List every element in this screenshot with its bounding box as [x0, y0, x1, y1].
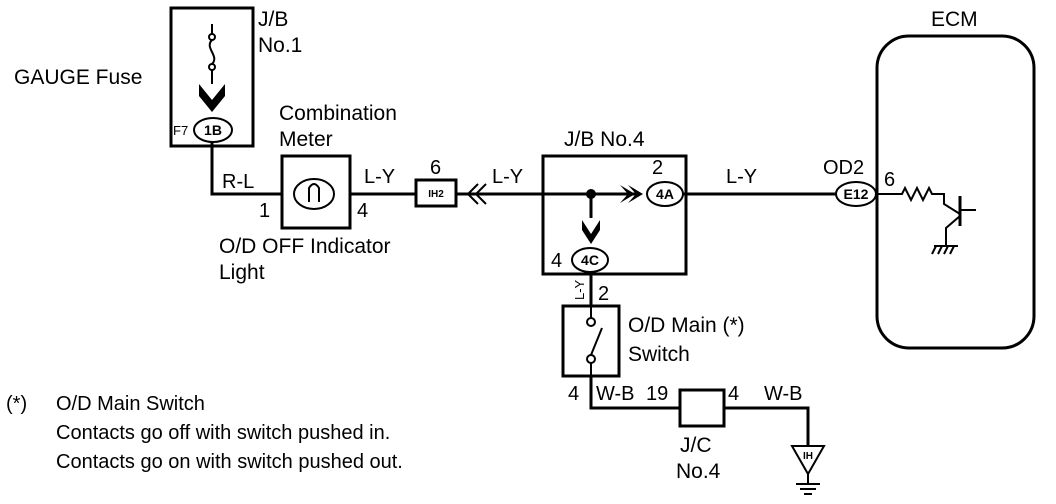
combination-meter-box: [280, 154, 352, 230]
wire-l-y-vertical-label: L-Y: [572, 279, 587, 300]
jc4-box: [678, 388, 726, 428]
fuse-pin-prefix: F7: [173, 123, 188, 138]
wire-w-b-to-jc: [589, 376, 680, 410]
footnote-line1: Contacts go off with switch pushed in.: [56, 422, 390, 444]
ecm-pin: 6: [884, 169, 895, 191]
jb4-box: [541, 154, 688, 276]
switch-contact-icon: [590, 327, 603, 356]
jc4-pin-left: 19: [646, 383, 668, 405]
jb4-pin-4c: 4: [551, 250, 562, 272]
wire-w-b-2-label: W-B: [764, 383, 803, 405]
ground-point-ih: IH: [790, 445, 826, 495]
wire-w-b-to-ground: [724, 406, 810, 446]
jb4-title: J/B No.4: [564, 128, 645, 151]
wire-l-y-2-label: L-Y: [492, 166, 523, 188]
footnote-line2: Contacts go on with switch pushed out.: [56, 451, 403, 473]
jb1-block: J/B No.1 GAUGE Fuse F7 1B: [14, 6, 302, 148]
combination-meter-block: Combination Meter 1 4 O/D OFF Indicator …: [219, 102, 397, 284]
switch-label-line2: Switch: [628, 343, 690, 366]
jc4-label-line1: J/C: [680, 434, 712, 457]
ecm-box: [875, 34, 1036, 350]
jc4-block: 19 4 J/C No.4: [646, 383, 739, 483]
connector-ih2-pin: 6: [430, 157, 441, 179]
indicator-pin-right: 4: [357, 200, 368, 222]
connector-ih2: 6 IH2: [414, 157, 487, 208]
footnote-marker: (*): [6, 393, 27, 415]
jc4-pin-right: 4: [728, 383, 739, 405]
wire-r-l: [210, 142, 282, 196]
jb4-pin-4a: 2: [652, 157, 663, 179]
gauge-fuse-label: GAUGE Fuse: [14, 66, 142, 89]
meter-label-line1: Combination: [279, 102, 397, 125]
meter-label-line2: Meter: [279, 128, 333, 151]
wire-w-b-1-label: W-B: [596, 383, 635, 405]
connector-ih2-label: IH2: [428, 189, 444, 200]
arrow-4a-icon: [620, 185, 643, 203]
ecm-ground-icon: [931, 245, 958, 255]
connector-4a-label: 4A: [656, 186, 674, 202]
jb1-label-line2: No.1: [258, 34, 302, 57]
jb4-block: J/B No.4 2 4A 4 4C: [541, 128, 688, 276]
ground-icon: [796, 483, 820, 495]
ground-triangle-icon: [790, 445, 826, 477]
wire-l-y-3-label: L-Y: [726, 166, 757, 188]
jc4-label-line2: No.4: [676, 460, 721, 483]
connector-4c-label: 4C: [581, 252, 599, 268]
ecm-title: ECM: [931, 8, 978, 31]
wire-r-l-label: R-L: [222, 171, 254, 193]
ground-label: IH: [803, 451, 813, 462]
indicator-label-line1: O/D OFF Indicator: [219, 235, 391, 258]
gauge-fuse-icon: [199, 24, 225, 112]
connector-e12-label: E12: [844, 186, 869, 202]
indicator-pin-left: 1: [259, 200, 270, 222]
indicator-lamp-icon: [293, 178, 335, 210]
connector-1b-label: 1B: [204, 122, 222, 138]
ecm-block: ECM OD2 E12 6: [823, 8, 1036, 350]
jb1-label-line1: J/B: [258, 8, 288, 31]
switch-label-line1: O/D Main (*): [628, 314, 745, 337]
switch-pin-bottom: 4: [568, 383, 579, 405]
arrow-4c-icon: [582, 220, 600, 244]
footnote-title: O/D Main Switch: [56, 393, 205, 415]
lamp-filament-icon: [308, 183, 320, 202]
transistor-emitter-icon: [945, 215, 961, 246]
wire-l-y-1-label: L-Y: [364, 166, 395, 188]
resistor-icon: [876, 185, 961, 215]
od-main-switch: [561, 304, 621, 378]
indicator-label-line2: Light: [219, 261, 265, 284]
footnote: (*) O/D Main Switch Contacts go off with…: [6, 393, 403, 473]
ecm-od2-label: OD2: [823, 157, 864, 179]
switch-pin-top: 2: [598, 283, 609, 305]
